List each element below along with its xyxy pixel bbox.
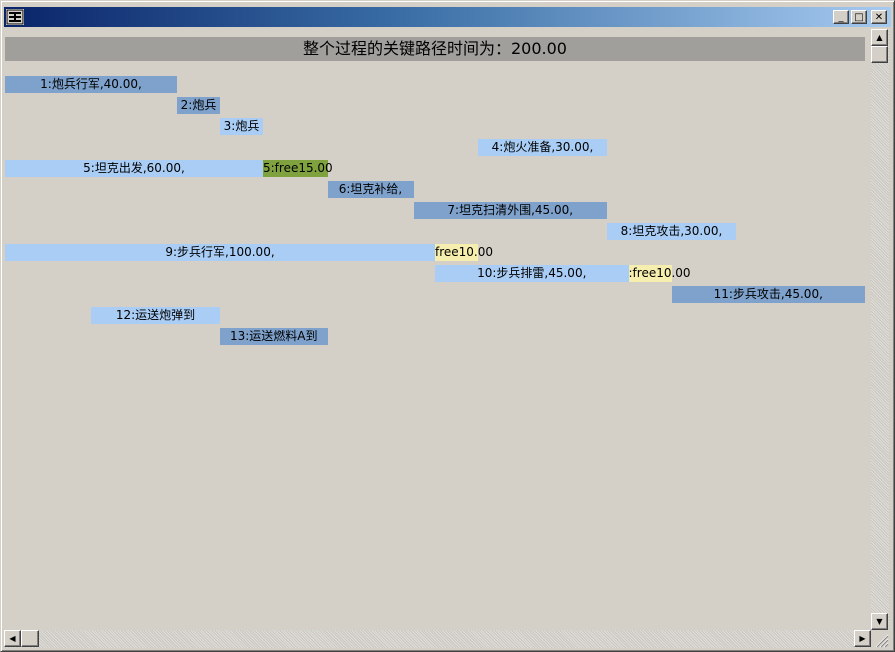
task-bar-1: 1:炮兵行军,40.00, <box>5 76 177 93</box>
scroll-down-button[interactable]: ▼ <box>871 613 888 630</box>
task-bar-10: 10:步兵排雷,45.00, <box>435 265 629 282</box>
horizontal-scroll-thumb[interactable] <box>21 630 39 647</box>
task-bar-9: 9:步兵行军,100.00, <box>5 244 435 261</box>
critical-path-header: 整个过程的关键路径时间为：200.00 <box>5 37 865 61</box>
app-icon <box>6 9 24 25</box>
task-bar-13: 13:运送燃料A到 <box>220 328 328 345</box>
task-bar-12: 12:运送炮弹到 <box>91 307 220 324</box>
minimize-button[interactable]: _ <box>833 10 849 24</box>
task-bar-8: 8:坦克攻击,30.00, <box>607 223 736 240</box>
horizontal-scrollbar[interactable]: ◀ ▶ <box>4 630 871 648</box>
close-button[interactable]: ✕ <box>871 10 887 24</box>
task-bar-11: 11:步兵攻击,45.00, <box>671 286 865 303</box>
resize-grip-icon[interactable] <box>871 630 889 648</box>
scroll-left-button[interactable]: ◀ <box>4 630 21 647</box>
vertical-scrollbar[interactable]: ▲ ▼ <box>871 29 889 630</box>
title-bar[interactable]: _ □ ✕ <box>4 7 891 27</box>
task-bar-4: 4:炮火准备,30.00, <box>478 139 607 156</box>
vertical-scroll-thumb[interactable] <box>871 46 888 63</box>
task-bar-6: 6:坦克补给, <box>327 181 414 198</box>
scroll-up-button[interactable]: ▲ <box>871 29 888 46</box>
scroll-right-button[interactable]: ▶ <box>854 630 871 647</box>
task-bar-2: 2:炮兵 <box>177 97 220 114</box>
free-slack-bar-5: 5:free15.00 <box>263 160 333 177</box>
maximize-button[interactable]: □ <box>851 10 867 24</box>
task-bar-5: 5:坦克出发,60.00, <box>5 160 263 177</box>
free-slack-bar-10: :free10.00 <box>628 265 691 282</box>
task-bar-3: 3:炮兵 <box>220 118 263 135</box>
free-slack-bar-9: free10.00 <box>435 244 494 261</box>
task-bar-7: 7:坦克扫清外围,45.00, <box>413 202 607 219</box>
